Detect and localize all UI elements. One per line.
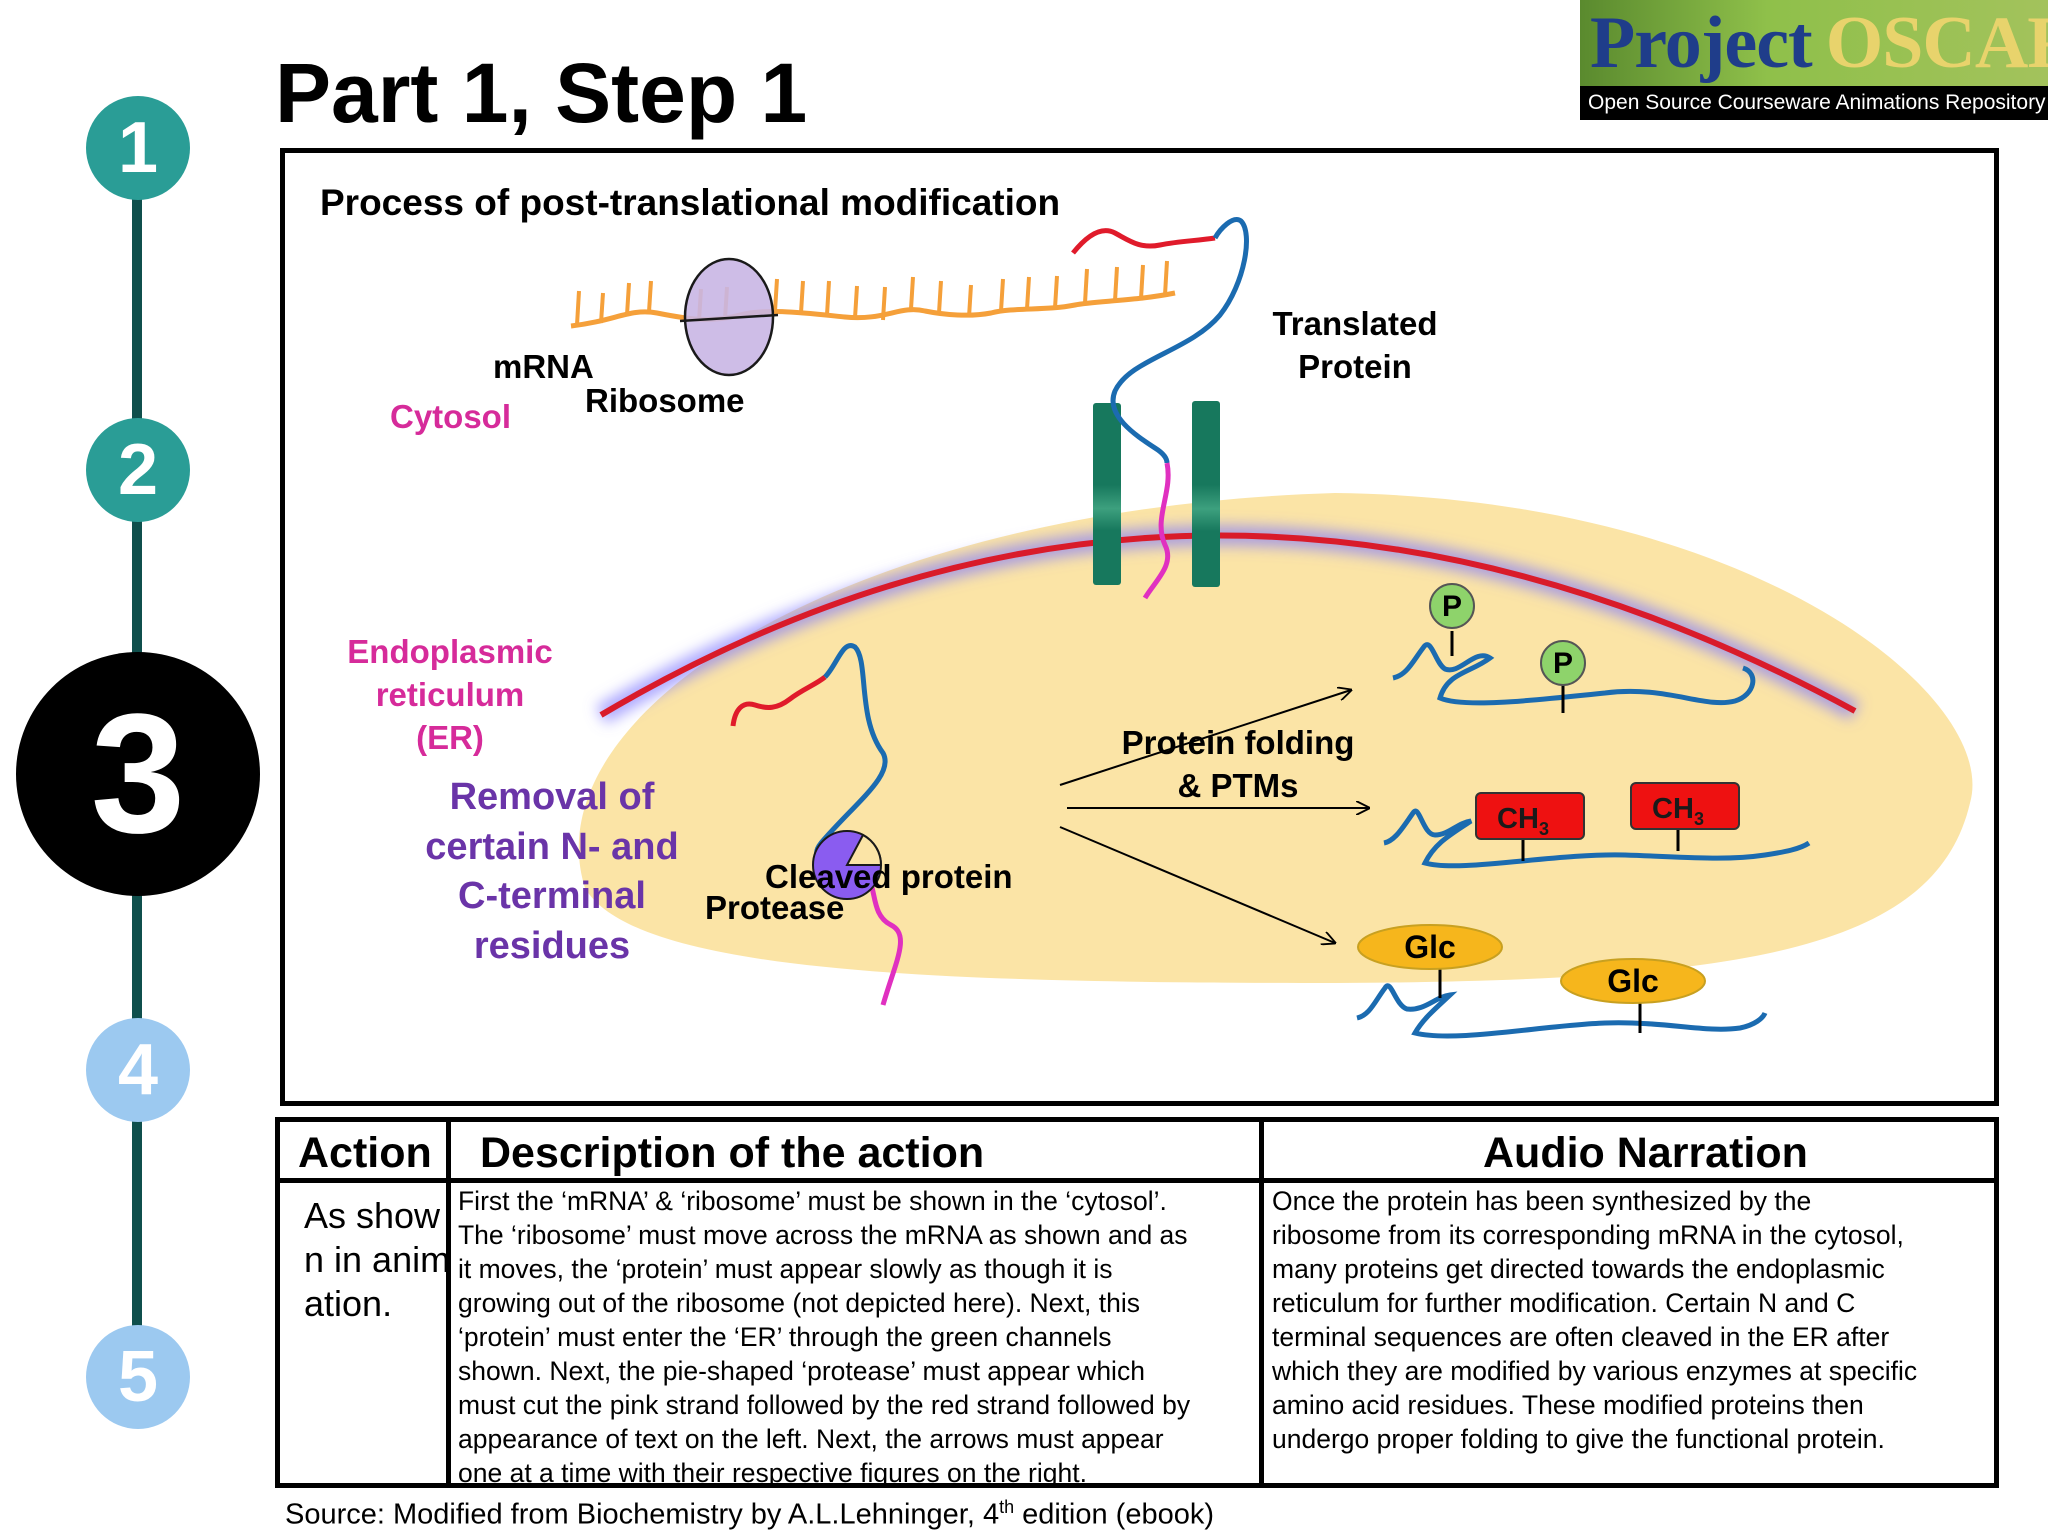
arrow-to-glycosylation bbox=[1059, 826, 1335, 943]
translated-protein-label-line1: Translated bbox=[1272, 305, 1437, 342]
source-superscript: th bbox=[999, 1497, 1015, 1517]
mrna-bases bbox=[575, 260, 1169, 326]
methylated-protein bbox=[1383, 808, 1811, 869]
translated-protein-c-terminus bbox=[1142, 462, 1171, 600]
diagram-heading: Process of post-translational modificati… bbox=[320, 182, 1060, 223]
protease-cut-wedge bbox=[845, 833, 883, 866]
step-1-label: 1 bbox=[117, 108, 159, 188]
removal-label-line1: Removal of bbox=[450, 776, 655, 818]
project-oscar-logo: ProjectOSCAR Open Source Courseware Anim… bbox=[1580, 0, 2048, 124]
er-label-line3: (ER) bbox=[416, 719, 484, 756]
translocon-channel-left bbox=[1093, 403, 1121, 585]
source-citation: Source: Modified from Biochemistry by A.… bbox=[285, 1497, 1214, 1532]
glycosylated-protein bbox=[1356, 983, 1768, 1039]
phosphate-1 bbox=[1429, 583, 1475, 629]
phosphate-1-label: P bbox=[1442, 590, 1462, 623]
folding-label-line2: & PTMs bbox=[1177, 767, 1298, 804]
header-action: Action bbox=[298, 1129, 432, 1177]
step-4-label: 4 bbox=[117, 1030, 159, 1110]
glucose-1-label: Glc bbox=[1404, 929, 1456, 965]
step-2-label: 2 bbox=[117, 430, 159, 510]
phosphate-2-label: P bbox=[1553, 647, 1573, 680]
methyl-group-1 bbox=[1475, 792, 1585, 840]
step-5-label: 5 bbox=[117, 1337, 159, 1417]
ptm-diagram: P P CH3 CH3 Glc Glc Process of post-tran… bbox=[320, 182, 1973, 1039]
glucose-2-label: Glc bbox=[1607, 963, 1659, 999]
phosphorylated-protein bbox=[1392, 642, 1756, 706]
column-divider-2 bbox=[1259, 1122, 1264, 1483]
step-5-button[interactable]: 5 bbox=[86, 1325, 190, 1429]
arrow-to-phosphorylation bbox=[1059, 690, 1351, 786]
header-divider bbox=[280, 1178, 1994, 1183]
column-divider-1 bbox=[446, 1122, 451, 1483]
page-title: Part 1, Step 1 bbox=[275, 46, 808, 140]
er-label-line1: Endoplasmic bbox=[347, 633, 552, 670]
methyl-2-label: CH3 bbox=[1652, 793, 1704, 829]
logo-word-oscar: OSCAR bbox=[1825, 2, 2048, 84]
translated-protein-n-terminus bbox=[1071, 228, 1216, 255]
phosphate-2 bbox=[1540, 640, 1586, 686]
step-2-button[interactable]: 2 bbox=[86, 418, 190, 522]
mrna-label: mRNA bbox=[493, 348, 594, 385]
diagram-frame: P P CH3 CH3 Glc Glc Process of post-tran… bbox=[280, 148, 1999, 1106]
removal-label-line3: C-terminal bbox=[458, 875, 646, 917]
description-cell: First the ‘mRNA’ & ‘ribosome’ must be sh… bbox=[458, 1186, 1191, 1488]
ribosome-label: Ribosome bbox=[585, 382, 745, 419]
translated-protein-chain bbox=[1110, 217, 1249, 464]
removal-label-line2: certain N- and bbox=[425, 826, 678, 868]
audio-narration-cell: Once the protein has been synthesized by… bbox=[1272, 1186, 1918, 1454]
protease-label: Protease bbox=[705, 889, 844, 926]
cytosol-label: Cytosol bbox=[390, 398, 511, 435]
logo-word-project: Project bbox=[1590, 2, 1813, 84]
glucose-1 bbox=[1357, 924, 1503, 970]
header-audio: Audio Narration bbox=[1483, 1129, 1808, 1177]
step-1-button[interactable]: 1 bbox=[86, 96, 190, 200]
logo-tagline: Open Source Courseware Animations Reposi… bbox=[1580, 86, 2048, 120]
er-label-line2: reticulum bbox=[376, 676, 525, 713]
action-cell: As shown in animation. bbox=[304, 1195, 451, 1324]
step-4-button[interactable]: 4 bbox=[86, 1018, 190, 1122]
translocon-channel-right bbox=[1192, 401, 1220, 587]
source-suffix: edition (ebook) bbox=[1014, 1498, 1215, 1531]
ribosome-divider bbox=[679, 313, 779, 323]
step-3-button[interactable]: 3 bbox=[16, 652, 260, 896]
cleaved-protein-n-terminus bbox=[730, 675, 827, 727]
folding-label-line1: Protein folding bbox=[1122, 724, 1355, 761]
storyboard-table: Action Description of the action Audio N… bbox=[275, 1117, 1999, 1488]
header-description: Description of the action bbox=[480, 1129, 985, 1177]
methyl-group-2 bbox=[1630, 782, 1740, 830]
cleaved-protein-label: Cleaved protein bbox=[765, 858, 1013, 895]
methyl-1-label: CH3 bbox=[1497, 803, 1549, 839]
step-3-label: 3 bbox=[90, 679, 186, 869]
translated-protein-label-line2: Protein bbox=[1298, 348, 1412, 385]
mrna-strand bbox=[570, 290, 1176, 329]
removal-label-line4: residues bbox=[474, 925, 630, 967]
glucose-2 bbox=[1560, 958, 1706, 1004]
source-text: Source: Modified from Biochemistry by A.… bbox=[285, 1498, 1000, 1531]
